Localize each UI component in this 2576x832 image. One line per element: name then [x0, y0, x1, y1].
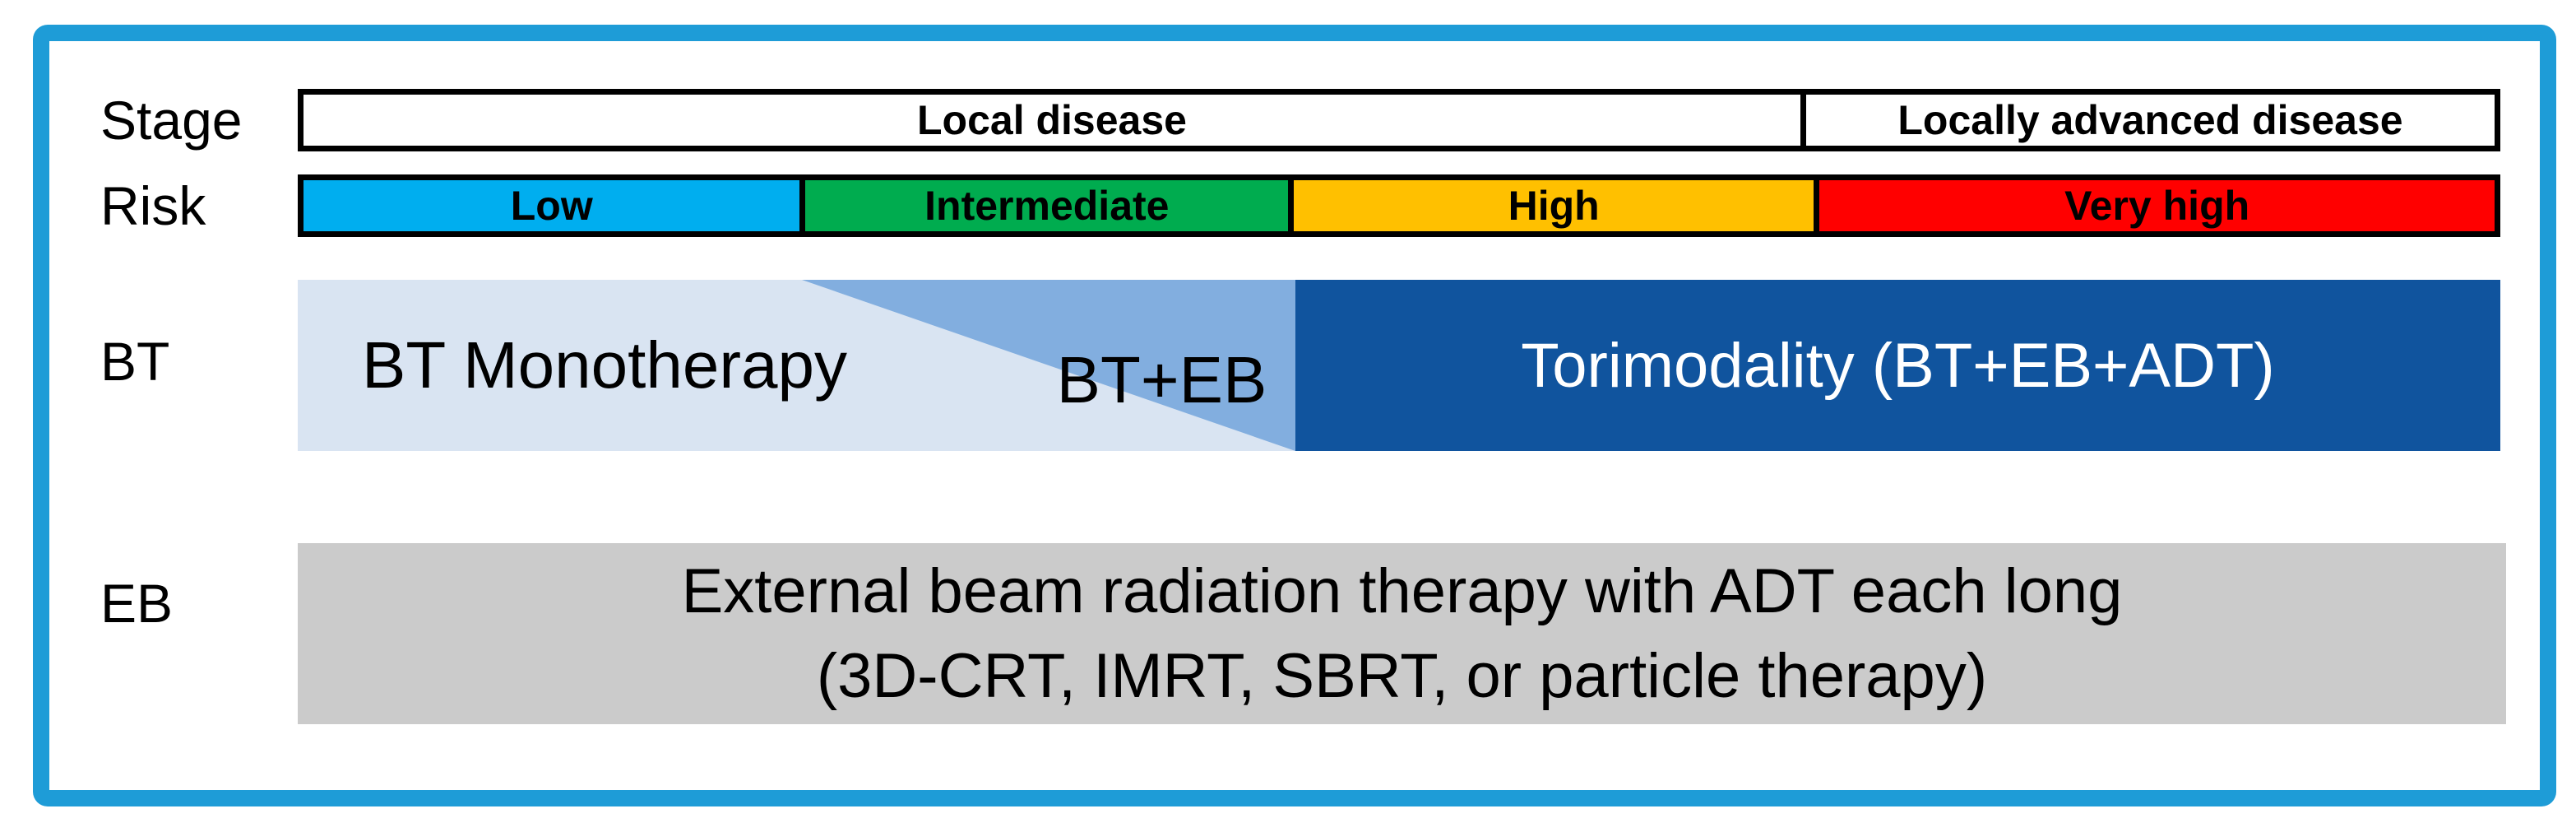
stage-segment-locally-advanced-disease: Locally advanced disease [1800, 95, 2495, 146]
stage-row-label: Stage [100, 90, 243, 151]
bt-monotherapy-text: BT Monotherapy [362, 328, 847, 402]
trimodality-region: Torimodality (BT+EB+ADT) [1295, 280, 2500, 451]
risk-row-label: Risk [100, 175, 206, 236]
bt-plus-eb-text: BT+EB [1056, 342, 1267, 416]
risk-segment-very-high: Very high [1814, 180, 2495, 231]
stage-segment-local-disease: Local disease [917, 97, 1187, 143]
external-beam-region: External beam radiation therapy with ADT… [298, 543, 2506, 724]
external-beam-text-line1: External beam radiation therapy with ADT… [681, 556, 2123, 626]
risk-segment-low: Low [303, 180, 800, 231]
outer-blue-frame [33, 25, 2556, 806]
eb-row-label: EB [100, 573, 174, 634]
risk-segment-intermediate: Intermediate [799, 180, 1289, 231]
external-beam-text-line2: (3D-CRT, IMRT, SBRT, or particle therapy… [816, 641, 1988, 711]
risk-segment-high: High [1288, 180, 1814, 231]
bt-row-label: BT [100, 331, 170, 392]
stage-bar: Local disease Locally advanced disease [298, 89, 2500, 151]
risk-bar: Low Intermediate High Very high [298, 174, 2500, 237]
